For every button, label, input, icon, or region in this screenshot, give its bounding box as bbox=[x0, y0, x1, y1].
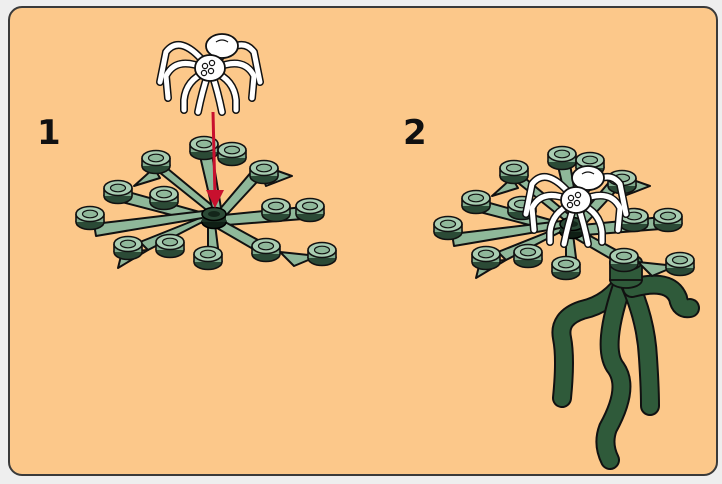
step2-vines bbox=[561, 254, 690, 460]
instruction-panel: 1 2 bbox=[8, 6, 718, 476]
instruction-illustration bbox=[10, 8, 718, 476]
step1-plate bbox=[76, 137, 336, 270]
step1-spider bbox=[160, 34, 260, 112]
